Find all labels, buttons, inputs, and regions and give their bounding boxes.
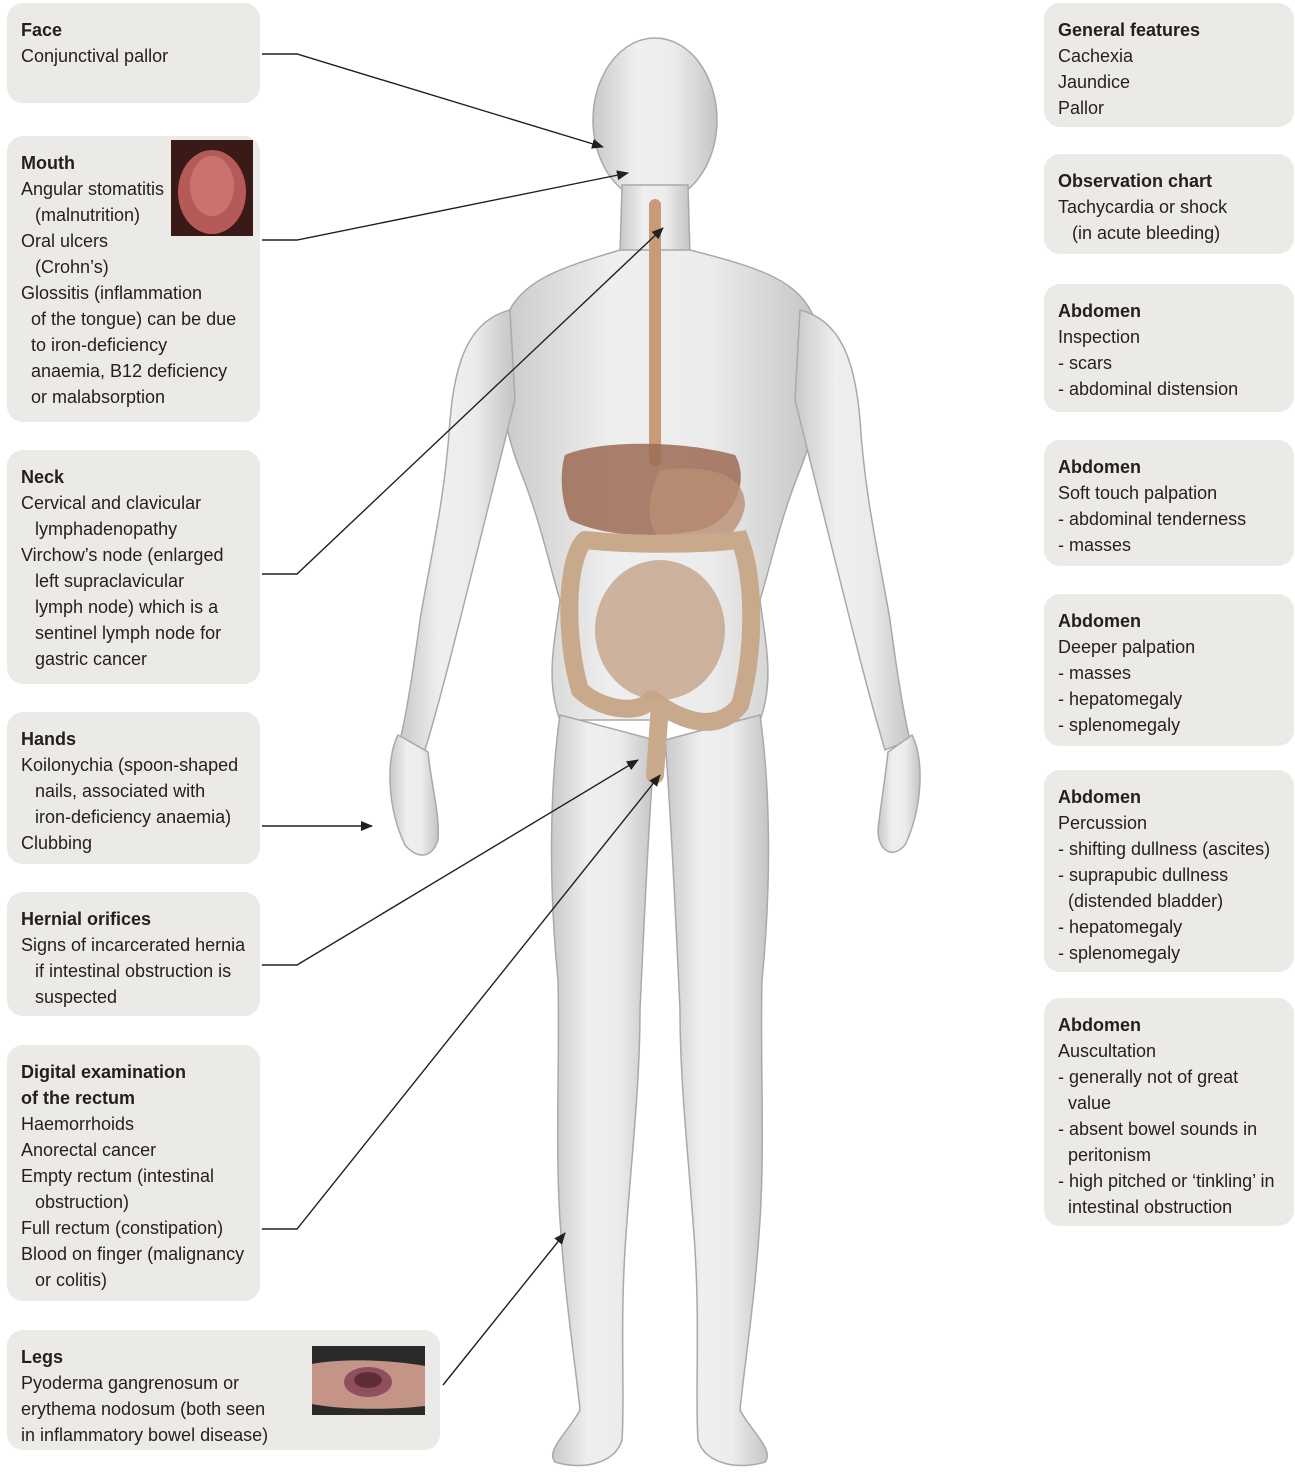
abdomen-inspection-box: Abdomen Inspection - scars - abdominal d… — [1044, 284, 1294, 412]
neck-title: Neck — [21, 464, 246, 490]
general-features-line: Pallor — [1058, 95, 1280, 121]
abdomen-title: Abdomen — [1058, 608, 1280, 634]
legs-leader — [443, 1233, 565, 1385]
abdomen-line: - masses — [1058, 532, 1280, 558]
neck-line: lymphadenopathy — [21, 516, 246, 542]
tongue-photo — [171, 140, 253, 236]
abdomen-line: - high pitched or ‘tinkling’ in — [1058, 1168, 1280, 1194]
small-intestine — [595, 560, 725, 700]
general-features-title: General features — [1058, 17, 1280, 43]
skin-lesion-photo — [312, 1346, 425, 1415]
abdomen-line: Percussion — [1058, 810, 1280, 836]
abdomen-line: Auscultation — [1058, 1038, 1280, 1064]
general-features-line: Jaundice — [1058, 69, 1280, 95]
face-box: Face Conjunctival pallor — [7, 3, 260, 103]
abdomen-line: Soft touch palpation — [1058, 480, 1280, 506]
hernial-title: Hernial orifices — [21, 906, 246, 932]
abdomen-line: Deeper palpation — [1058, 634, 1280, 660]
mouth-line: (Crohn’s) — [21, 254, 246, 280]
neck-line: left supraclavicular — [21, 568, 246, 594]
abdomen-line: - suprapubic dullness — [1058, 862, 1280, 888]
hernial-line: Signs of incarcerated hernia — [21, 932, 246, 958]
abdomen-line: - hepatomegaly — [1058, 686, 1280, 712]
neck-line: lymph node) which is a — [21, 594, 246, 620]
legs-line: in inflammatory bowel disease) — [21, 1422, 426, 1448]
rectum-box: Digital examination of the rectum Haemor… — [7, 1045, 260, 1301]
general-features-line: Cachexia — [1058, 43, 1280, 69]
hernial-line: suspected — [21, 984, 246, 1010]
abdomen-line: - splenomegaly — [1058, 712, 1280, 738]
abdomen-soft-palpation-box: Abdomen Soft touch palpation - abdominal… — [1044, 440, 1294, 566]
hands-line: Koilonychia (spoon-shaped — [21, 752, 246, 778]
abdomen-line: (distended bladder) — [1058, 888, 1280, 914]
mouth-line: Glossitis (inflammation — [21, 280, 246, 306]
neck-line: sentinel lymph node for — [21, 620, 246, 646]
abdomen-line: - scars — [1058, 350, 1280, 376]
abdomen-line: - absent bowel sounds in — [1058, 1116, 1280, 1142]
neck-line: Cervical and clavicular — [21, 490, 246, 516]
mouth-line: to iron-deficiency — [21, 332, 246, 358]
abdomen-title: Abdomen — [1058, 454, 1280, 480]
rectum-line: Anorectal cancer — [21, 1137, 246, 1163]
abdomen-auscultation-box: Abdomen Auscultation - generally not of … — [1044, 998, 1294, 1226]
abdomen-title: Abdomen — [1058, 298, 1280, 324]
abdomen-line: - shifting dullness (ascites) — [1058, 836, 1280, 862]
mouth-line: or malabsorption — [21, 384, 246, 410]
abdomen-title: Abdomen — [1058, 784, 1280, 810]
face-leader — [262, 54, 603, 147]
neck-line: gastric cancer — [21, 646, 246, 672]
face-title: Face — [21, 17, 246, 43]
rectum-line: Empty rectum (intestinal — [21, 1163, 246, 1189]
abdomen-line: peritonism — [1058, 1142, 1280, 1168]
neck-box: Neck Cervical and clavicular lymphadenop… — [7, 450, 260, 684]
abdomen-line: - generally not of great — [1058, 1064, 1280, 1090]
hernial-line: if intestinal obstruction is — [21, 958, 246, 984]
rectum-title: Digital examination — [21, 1059, 246, 1085]
mouth-line: anaemia, B12 deficiency — [21, 358, 246, 384]
abdomen-line: Inspection — [1058, 324, 1280, 350]
abdomen-percussion-box: Abdomen Percussion - shifting dullness (… — [1044, 770, 1294, 972]
observation-chart-title: Observation chart — [1058, 168, 1280, 194]
general-features-box: General features Cachexia Jaundice Pallo… — [1044, 3, 1294, 127]
rectum-line: Haemorrhoids — [21, 1111, 246, 1137]
hands-line: Clubbing — [21, 830, 246, 856]
observation-chart-line: Tachycardia or shock — [1058, 194, 1280, 220]
hands-line: nails, associated with — [21, 778, 246, 804]
neck-line: Virchow’s node (enlarged — [21, 542, 246, 568]
abdomen-line: - splenomegaly — [1058, 940, 1280, 966]
rectum-line: or colitis) — [21, 1267, 246, 1293]
abdomen-line: - masses — [1058, 660, 1280, 686]
hands-line: iron-deficiency anaemia) — [21, 804, 246, 830]
rectum-line: Blood on finger (malignancy — [21, 1241, 246, 1267]
hands-title: Hands — [21, 726, 246, 752]
abdomen-line: - hepatomegaly — [1058, 914, 1280, 940]
abdomen-line: value — [1058, 1090, 1280, 1116]
observation-chart-line: (in acute bleeding) — [1058, 220, 1280, 246]
rectum-title: of the rectum — [21, 1085, 246, 1111]
abdomen-deep-palpation-box: Abdomen Deeper palpation - masses - hepa… — [1044, 594, 1294, 746]
abdomen-line: - abdominal tenderness — [1058, 506, 1280, 532]
mouth-leader — [262, 173, 628, 240]
abdomen-title: Abdomen — [1058, 1012, 1280, 1038]
rectum-line: obstruction) — [21, 1189, 246, 1215]
rectum-line: Full rectum (constipation) — [21, 1215, 246, 1241]
observation-chart-box: Observation chart Tachycardia or shock (… — [1044, 154, 1294, 254]
abdomen-line: intestinal obstruction — [1058, 1194, 1280, 1220]
mouth-line: of the tongue) can be due — [21, 306, 246, 332]
face-line: Conjunctival pallor — [21, 43, 246, 69]
hernial-box: Hernial orifices Signs of incarcerated h… — [7, 892, 260, 1016]
abdomen-line: - abdominal distension — [1058, 376, 1280, 402]
hands-box: Hands Koilonychia (spoon-shaped nails, a… — [7, 712, 260, 864]
